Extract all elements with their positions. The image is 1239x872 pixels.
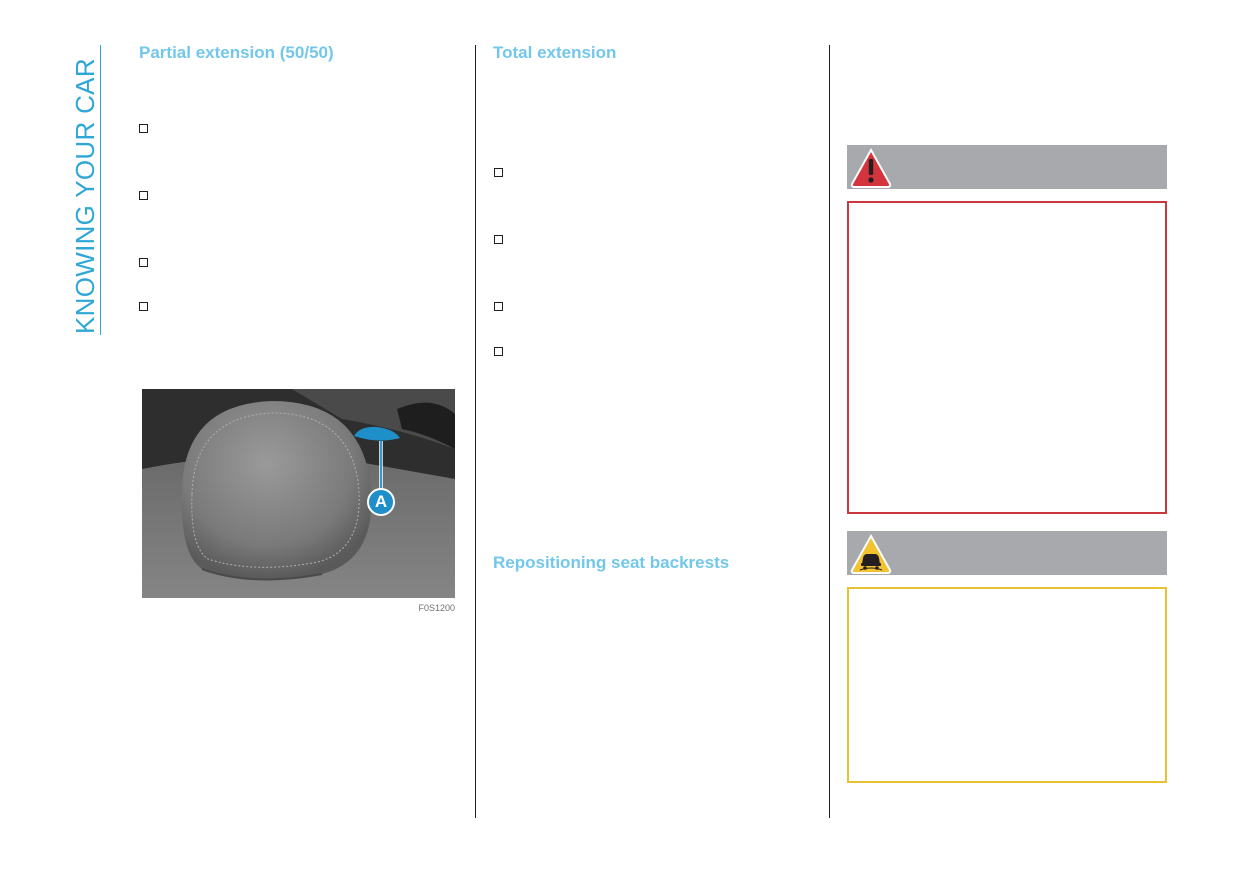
chapter-title: KNOWING YOUR CAR xyxy=(70,58,100,334)
caution-header-bar xyxy=(847,531,1167,575)
road-caution-icon xyxy=(850,533,892,574)
chapter-title-rule xyxy=(100,45,101,335)
figure-code: F0S1200 xyxy=(418,603,455,613)
warning-box xyxy=(847,201,1167,514)
caution-box xyxy=(847,587,1167,783)
column-divider-1 xyxy=(475,45,476,818)
headrest-illustration xyxy=(142,389,455,598)
section-heading-total-extension: Total extension xyxy=(493,43,617,62)
section-heading-repositioning-backrests: Repositioning seat backrests xyxy=(493,553,730,572)
callout-label-a: A xyxy=(374,492,388,511)
list-bullet xyxy=(494,347,503,356)
warning-header-bar xyxy=(847,145,1167,189)
section-heading-partial-extension: Partial extension (50/50) xyxy=(139,43,334,62)
column-divider-2 xyxy=(829,45,830,818)
list-bullet xyxy=(139,191,148,200)
list-bullet xyxy=(494,168,503,177)
headrest-figure: A xyxy=(142,389,455,598)
list-bullet xyxy=(139,302,148,311)
list-bullet xyxy=(494,235,503,244)
list-bullet xyxy=(139,258,148,267)
list-bullet xyxy=(494,302,503,311)
warning-triangle-icon xyxy=(850,147,892,188)
list-bullet xyxy=(139,124,148,133)
